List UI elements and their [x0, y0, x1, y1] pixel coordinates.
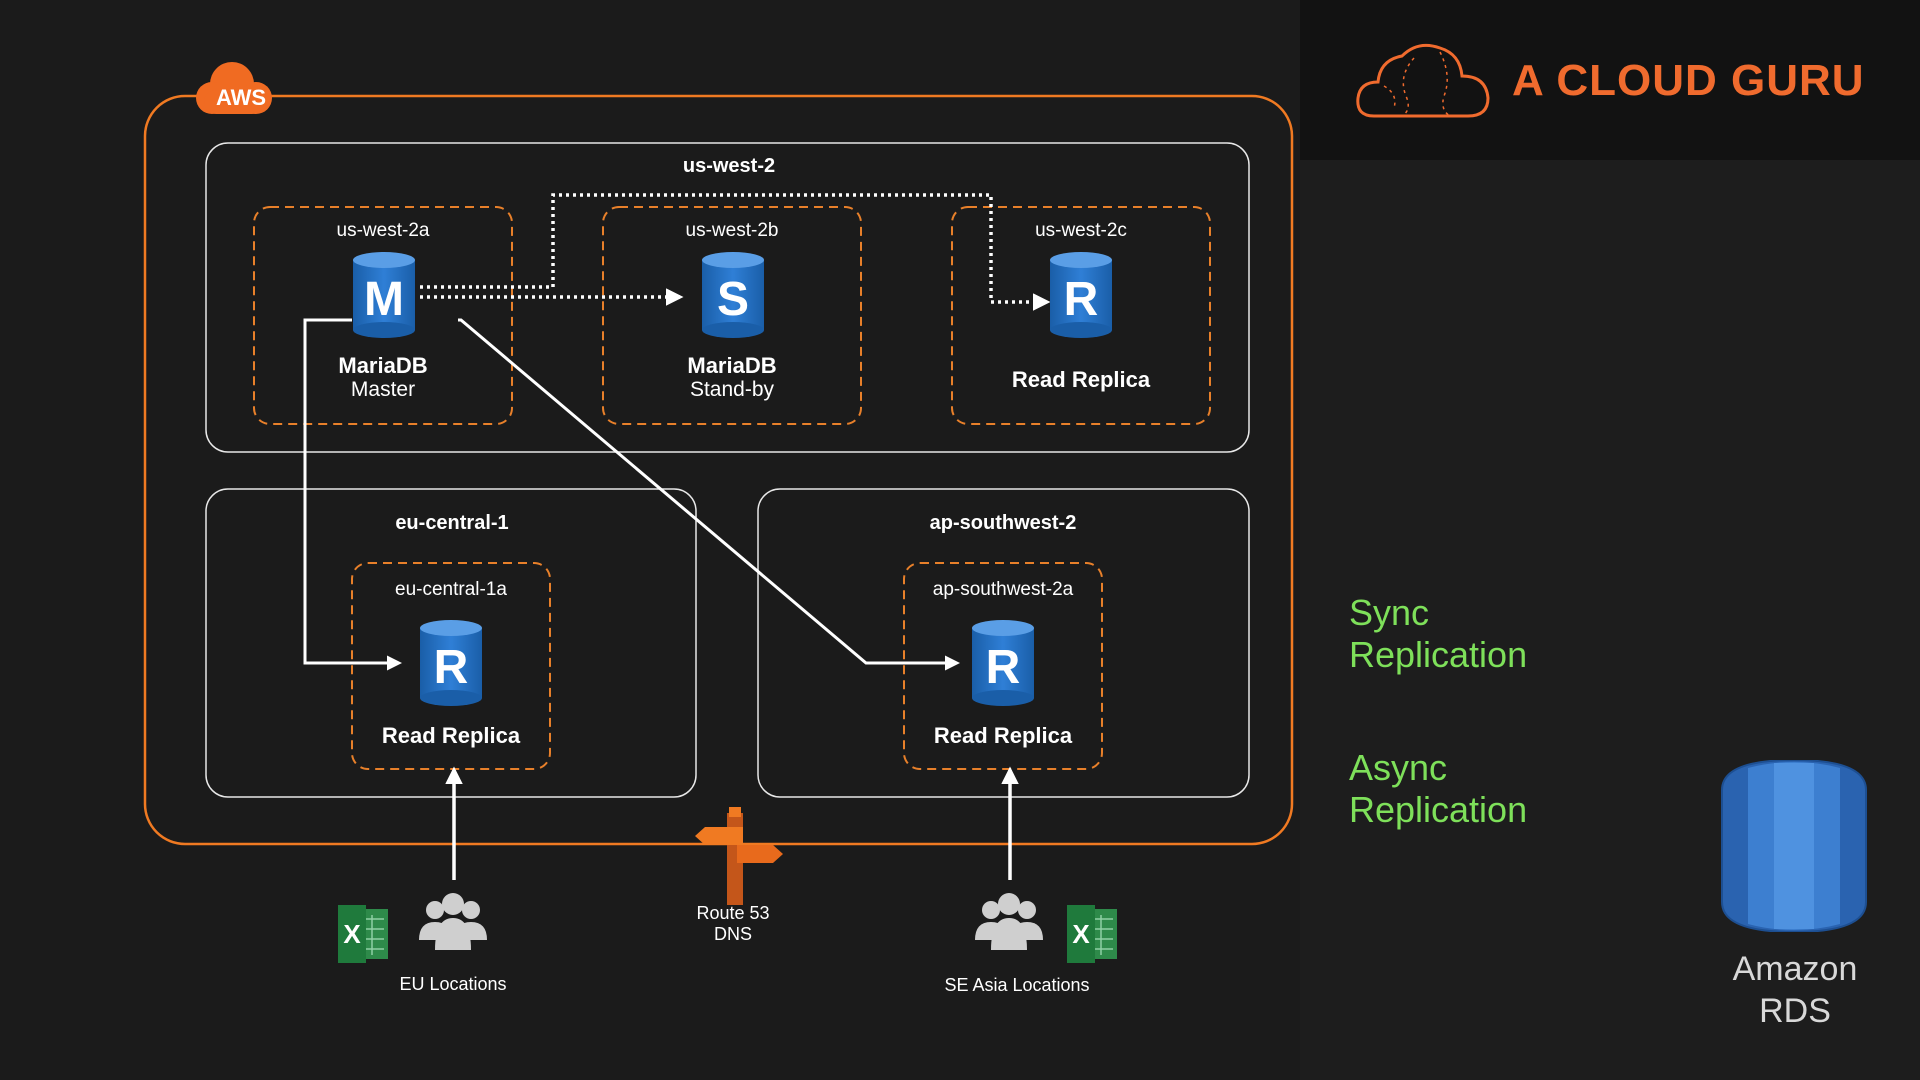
svg-text:X: X [343, 919, 361, 949]
db-name-standby: MariaDB [687, 353, 777, 378]
brand-name: A CLOUD GURU [1512, 56, 1865, 105]
se-asia-locations-label: SE Asia Locations [944, 975, 1090, 995]
replication-arrow-ap [458, 318, 960, 671]
brand-panel [1300, 0, 1920, 160]
db-letter-replica-ap: R [985, 641, 1021, 694]
eu-locations-label: EU Locations [399, 974, 507, 994]
rds-label: Amazon RDS [1733, 948, 1858, 1032]
region-ap-southwest-2-box [757, 488, 1250, 798]
database-cylinder-icon [1050, 252, 1112, 338]
region-title-eu-central-1: eu-central-1 [395, 512, 509, 534]
legend-async-line2: Replication [1349, 789, 1528, 830]
az-title-us-west-2a: us-west-2a [336, 220, 430, 241]
rds-icon [1721, 760, 1867, 932]
db-letter-master: M [364, 273, 404, 326]
legend-async: Async Replication [1349, 747, 1527, 831]
region-title-ap-southwest-2: ap-southwest-2 [929, 512, 1077, 534]
route53-label-line1: Route 53 [696, 903, 770, 923]
legend-sync-line2: Replication [1349, 634, 1528, 675]
cloud-logo-icon [1356, 43, 1490, 118]
db-letter-replica-us: R [1063, 273, 1099, 326]
diagram-area: X X AWS us-west-2 eu-central-1 ap-southw… [143, 62, 1294, 995]
az-us-west-2b-box [602, 206, 862, 425]
db-label-replica-ap: Read Replica [933, 723, 1073, 748]
users-icon [975, 893, 1043, 950]
region-us-west-2-box [205, 142, 1250, 453]
aws-boundary [143, 94, 1294, 846]
az-title-us-west-2b: us-west-2b [685, 220, 779, 241]
route53-icon [695, 807, 783, 905]
rds-label-line2: RDS [1759, 992, 1831, 1030]
az-us-west-2c-box [951, 206, 1211, 425]
rds-label-line1: Amazon [1732, 950, 1858, 988]
database-cylinder-icon [972, 620, 1034, 706]
users-icon [419, 893, 487, 950]
async-replication-arrow-us [420, 193, 1051, 311]
route53-label: Route 53 DNS [696, 903, 769, 945]
diagram-canvas: X X [143, 62, 1294, 963]
replication-arrow-eu [303, 318, 402, 671]
excel-icon: X [338, 905, 388, 963]
db-label-standby: MariaDB Stand-by [687, 354, 776, 402]
db-role-master: Master [350, 378, 416, 401]
aws-badge: AWS [215, 85, 267, 110]
database-cylinder-icon [420, 620, 482, 706]
az-title-us-west-2c: us-west-2c [1035, 220, 1127, 241]
route53-label-line2: DNS [713, 924, 752, 944]
db-label-master: MariaDB Master [338, 354, 427, 402]
az-title-ap-southwest-2a: ap-southwest-2a [932, 579, 1074, 600]
legend-sync: Sync Replication [1349, 592, 1527, 676]
az-title-eu-central-1a: eu-central-1a [395, 579, 507, 600]
db-label-replica-us: Read Replica [1011, 367, 1151, 392]
legend-async-line1: Async [1349, 747, 1448, 788]
db-label-replica-eu: Read Replica [381, 723, 521, 748]
legend-sync-line1: Sync [1349, 592, 1430, 633]
db-letter-replica-eu: R [433, 641, 469, 694]
db-name-master: MariaDB [338, 353, 428, 378]
svg-text:X: X [1072, 919, 1090, 949]
db-letter-standby: S [716, 273, 750, 326]
db-role-standby: Stand-by [689, 378, 775, 401]
aws-cloud-icon [196, 62, 272, 114]
region-title-us-west-2: us-west-2 [682, 155, 776, 177]
region-eu-central-1-box [205, 488, 697, 798]
az-us-west-2a-box [253, 206, 513, 425]
database-cylinder-icon [353, 252, 415, 338]
database-cylinder-icon [702, 252, 764, 338]
excel-icon: X [1067, 905, 1117, 963]
